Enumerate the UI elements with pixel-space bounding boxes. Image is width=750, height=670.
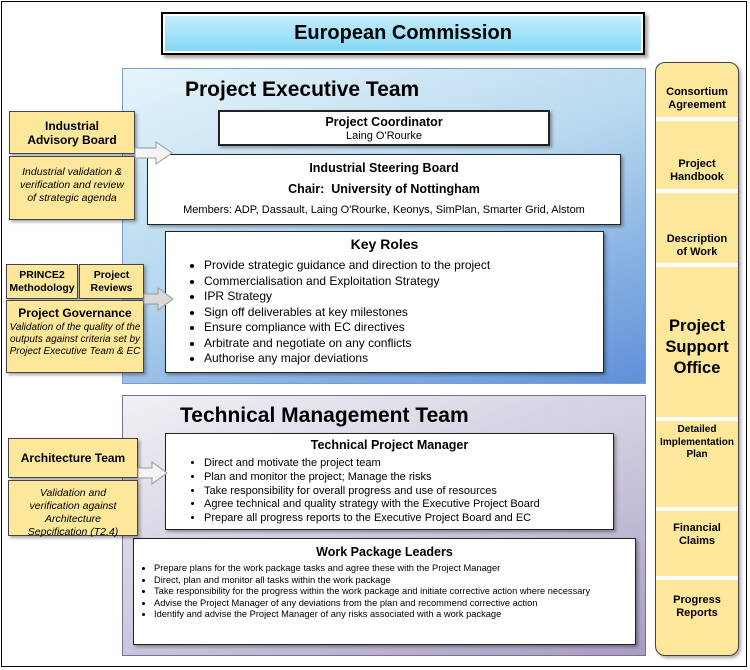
work-package-leaders-title: Work Package Leaders (316, 545, 453, 559)
pso-divider (656, 117, 738, 121)
architecture-team-desc-box: Validation and verification against Arch… (8, 480, 138, 538)
arrow-icon (137, 461, 168, 485)
arrow-icon (143, 287, 174, 311)
project-coordinator-box: Project Coordinator Laing O'Rourke (218, 110, 550, 146)
prince2-label: PRINCE2 Methodology (9, 268, 75, 294)
project-coordinator-title: Project Coordinator (325, 115, 443, 129)
key-roles-title: Key Roles (350, 236, 419, 252)
industrial-advisory-board-header: Industrial Advisory Board (9, 111, 135, 154)
list-item: IPR Strategy (204, 289, 603, 305)
technical-project-manager-list: Direct and motivate the project team Pla… (186, 457, 613, 526)
technical-management-team-title: Technical Management Team (180, 404, 469, 427)
list-item: Take responsibility for overall progress… (204, 485, 613, 499)
list-item: Arbitrate and negotiate on any conflicts (204, 336, 603, 352)
pso-divider (656, 507, 738, 511)
project-reviews-box: Project Reviews (79, 264, 144, 299)
architecture-team-desc: Validation and verification against Arch… (27, 487, 119, 538)
project-reviews-label: Project Reviews (90, 268, 133, 294)
pso-divider (656, 263, 738, 267)
list-item: Sign off deliverables at key milestones (204, 305, 603, 321)
pso-divider (656, 189, 738, 193)
steering-board-members: Members: ADP, Dassault, Laing O'Rourke, … (183, 204, 585, 216)
pso-item-detailed-implementation-plan: Detailed Implementation Plan (660, 424, 734, 460)
technical-project-manager-box: Technical Project Manager Direct and mot… (165, 433, 614, 530)
pso-divider (656, 417, 738, 421)
prince2-methodology-box: PRINCE2 Methodology (6, 264, 78, 299)
pso-item-progress-reports: Progress Reports (673, 594, 721, 619)
arrow-icon (134, 141, 173, 165)
pso-item-project-handbook: Project Handbook (670, 158, 724, 183)
work-package-leaders-box: Work Package Leaders Prepare plans for t… (133, 538, 636, 645)
list-item: Ensure compliance with EC directives (204, 320, 603, 336)
pso-item-description-of-work: Description of Work (666, 233, 728, 258)
project-governance-desc: Validation of the quality of the outputs… (9, 322, 141, 357)
key-roles-list: Provide strategic guidance and direction… (186, 258, 603, 367)
project-governance-box: Project Governance Validation of the qua… (6, 300, 144, 373)
list-item: Direct and motivate the project team (204, 457, 613, 471)
industrial-advisory-board-desc-box: Industrial validation & verification and… (9, 156, 135, 220)
technical-project-manager-title: Technical Project Manager (310, 438, 469, 452)
key-roles-box: Key Roles Provide strategic guidance and… (165, 231, 604, 373)
pso-item-consortium-agreement: Consortium Agreement (666, 86, 728, 111)
list-item: Agree technical and quality strategy wit… (204, 498, 613, 512)
list-item: Authorise any major deviations (204, 351, 603, 367)
pso-item-financial-claims: Financial Claims (673, 522, 721, 547)
industrial-advisory-board-desc: Industrial validation & verification and… (20, 166, 124, 204)
list-item: Direct, plan and monitor all tasks withi… (154, 575, 627, 587)
project-support-office-column (655, 62, 739, 656)
list-item: Identify and advise the Project Manager … (154, 609, 627, 621)
list-item: Prepare plans for the work package tasks… (154, 563, 627, 575)
european-commission-title: European Commission (294, 22, 512, 44)
pso-divider (656, 576, 738, 580)
architecture-team-title: Architecture Team (20, 451, 126, 465)
project-executive-team-title: Project Executive Team (185, 78, 420, 101)
list-item: Provide strategic guidance and direction… (204, 258, 603, 274)
european-commission-box: European Commission (161, 12, 645, 55)
project-coordinator-name: Laing O'Rourke (345, 130, 423, 142)
list-item: Take responsibility for the progress wit… (154, 586, 627, 598)
industrial-steering-board-box: Industrial Steering Board Chair: Univers… (147, 154, 621, 225)
list-item: Commercialisation and Exploitation Strat… (204, 274, 603, 290)
list-item: Plan and monitor the project; Manage the… (204, 471, 613, 485)
architecture-team-header: Architecture Team (8, 438, 138, 478)
steering-board-chair: Chair: University of Nottingham (288, 182, 480, 196)
steering-board-title: Industrial Steering Board (309, 161, 459, 175)
pso-item-project-support-office: Project Support Office (665, 317, 729, 377)
project-governance-title: Project Governance (18, 306, 132, 320)
industrial-advisory-board-title: Industrial Advisory Board (27, 118, 117, 147)
list-item: Advise the Project Manager of any deviat… (154, 598, 627, 610)
work-package-leaders-list: Prepare plans for the work package tasks… (136, 563, 635, 621)
list-item: Prepare all progress reports to the Exec… (204, 512, 613, 526)
